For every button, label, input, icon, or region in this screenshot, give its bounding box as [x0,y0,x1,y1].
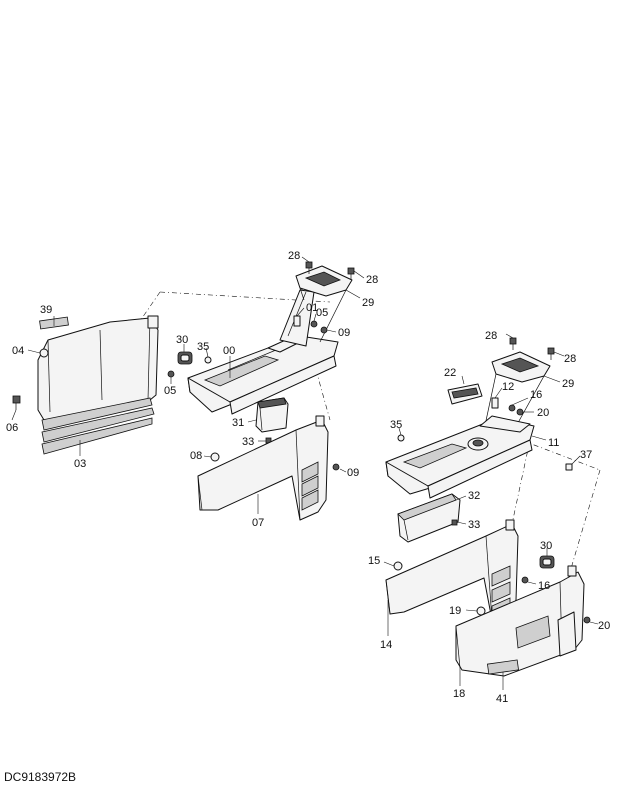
callout-18: 18 [453,688,465,700]
callout-22: 22 [444,367,456,379]
console-upper-11 [385,415,535,499]
callout-08: 08 [190,450,202,462]
callout-20-upper: 20 [537,407,549,419]
callout-07: 07 [252,517,264,529]
clip-15 [393,561,403,571]
clip-01 [293,315,301,327]
callout-01: 01 [306,302,318,314]
side-cover-18 [455,565,585,677]
callout-14: 14 [380,639,392,651]
bolt-09-upper [320,326,328,334]
callout-28-right-a: 28 [485,330,497,342]
bolt-20-upper [516,408,524,416]
callout-12: 12 [502,381,514,393]
callout-30-left: 30 [176,334,188,346]
screw-33-right [451,519,458,526]
callout-41: 41 [496,693,508,705]
callout-31: 31 [232,417,244,429]
bolt-05 [167,370,175,378]
storage-box-32 [397,493,461,543]
callout-15: 15 [368,555,380,567]
callout-33-left: 33 [242,436,254,448]
decal-41 [486,659,520,675]
callout-09-top: 09 [338,327,350,339]
bolt-16-lower [521,576,529,584]
callout-30-right: 30 [540,540,552,552]
bezel-29-left [295,265,353,343]
assembly-line [159,291,331,303]
clip-04 [39,348,49,358]
bolt-05-upper [310,320,318,328]
assembly-line [511,439,531,525]
screw-28-right-b [547,347,555,360]
screw-06 [12,395,21,410]
callout-33-right: 33 [468,519,480,531]
callout-06: 06 [6,422,18,434]
callout-28-right-b: 28 [564,353,576,365]
callout-09-lower: 09 [347,467,359,479]
callout-20-lower: 20 [598,620,610,632]
grommet-30-right [539,555,555,569]
drawing-code: DC9183972B [4,770,77,784]
clip-08 [210,452,220,462]
clip-12 [491,397,499,409]
console-upper-00 [187,289,339,415]
callout-19: 19 [449,605,461,617]
clip-37 [565,463,573,471]
callout-05-left: 05 [164,385,176,397]
tray-22 [447,383,483,405]
callout-29-right: 29 [562,378,574,390]
clip-35-right [397,434,405,442]
assembly-line [315,369,331,421]
assembly-line [569,469,601,573]
callout-11: 11 [548,437,559,449]
callout-28-left-b: 28 [366,274,378,286]
callout-32: 32 [468,490,480,502]
bolt-16-upper [508,404,516,412]
callout-29-left: 29 [362,297,374,309]
side-cover-panel-03 [37,315,159,455]
callout-28-left-a: 28 [288,250,300,262]
grommet-30-left [177,351,193,365]
callout-37: 37 [580,449,592,461]
callout-39: 39 [40,304,52,316]
callout-03: 03 [74,458,86,470]
bolt-20-lower [583,616,591,624]
callout-16-upper: 16 [530,389,542,401]
cup-holder-31 [255,397,289,433]
bolt-09-lower [332,463,340,471]
clip-35 [204,356,212,364]
callout-04: 04 [12,345,24,357]
callout-35-left: 35 [197,341,209,353]
callout-16-lower: 16 [538,580,550,592]
callout-35-right: 35 [390,419,402,431]
lower-cover-07 [197,415,329,521]
callout-00: 00 [223,345,235,357]
callout-05-top: 05 [316,307,328,319]
screw-28-right-a [509,337,517,350]
